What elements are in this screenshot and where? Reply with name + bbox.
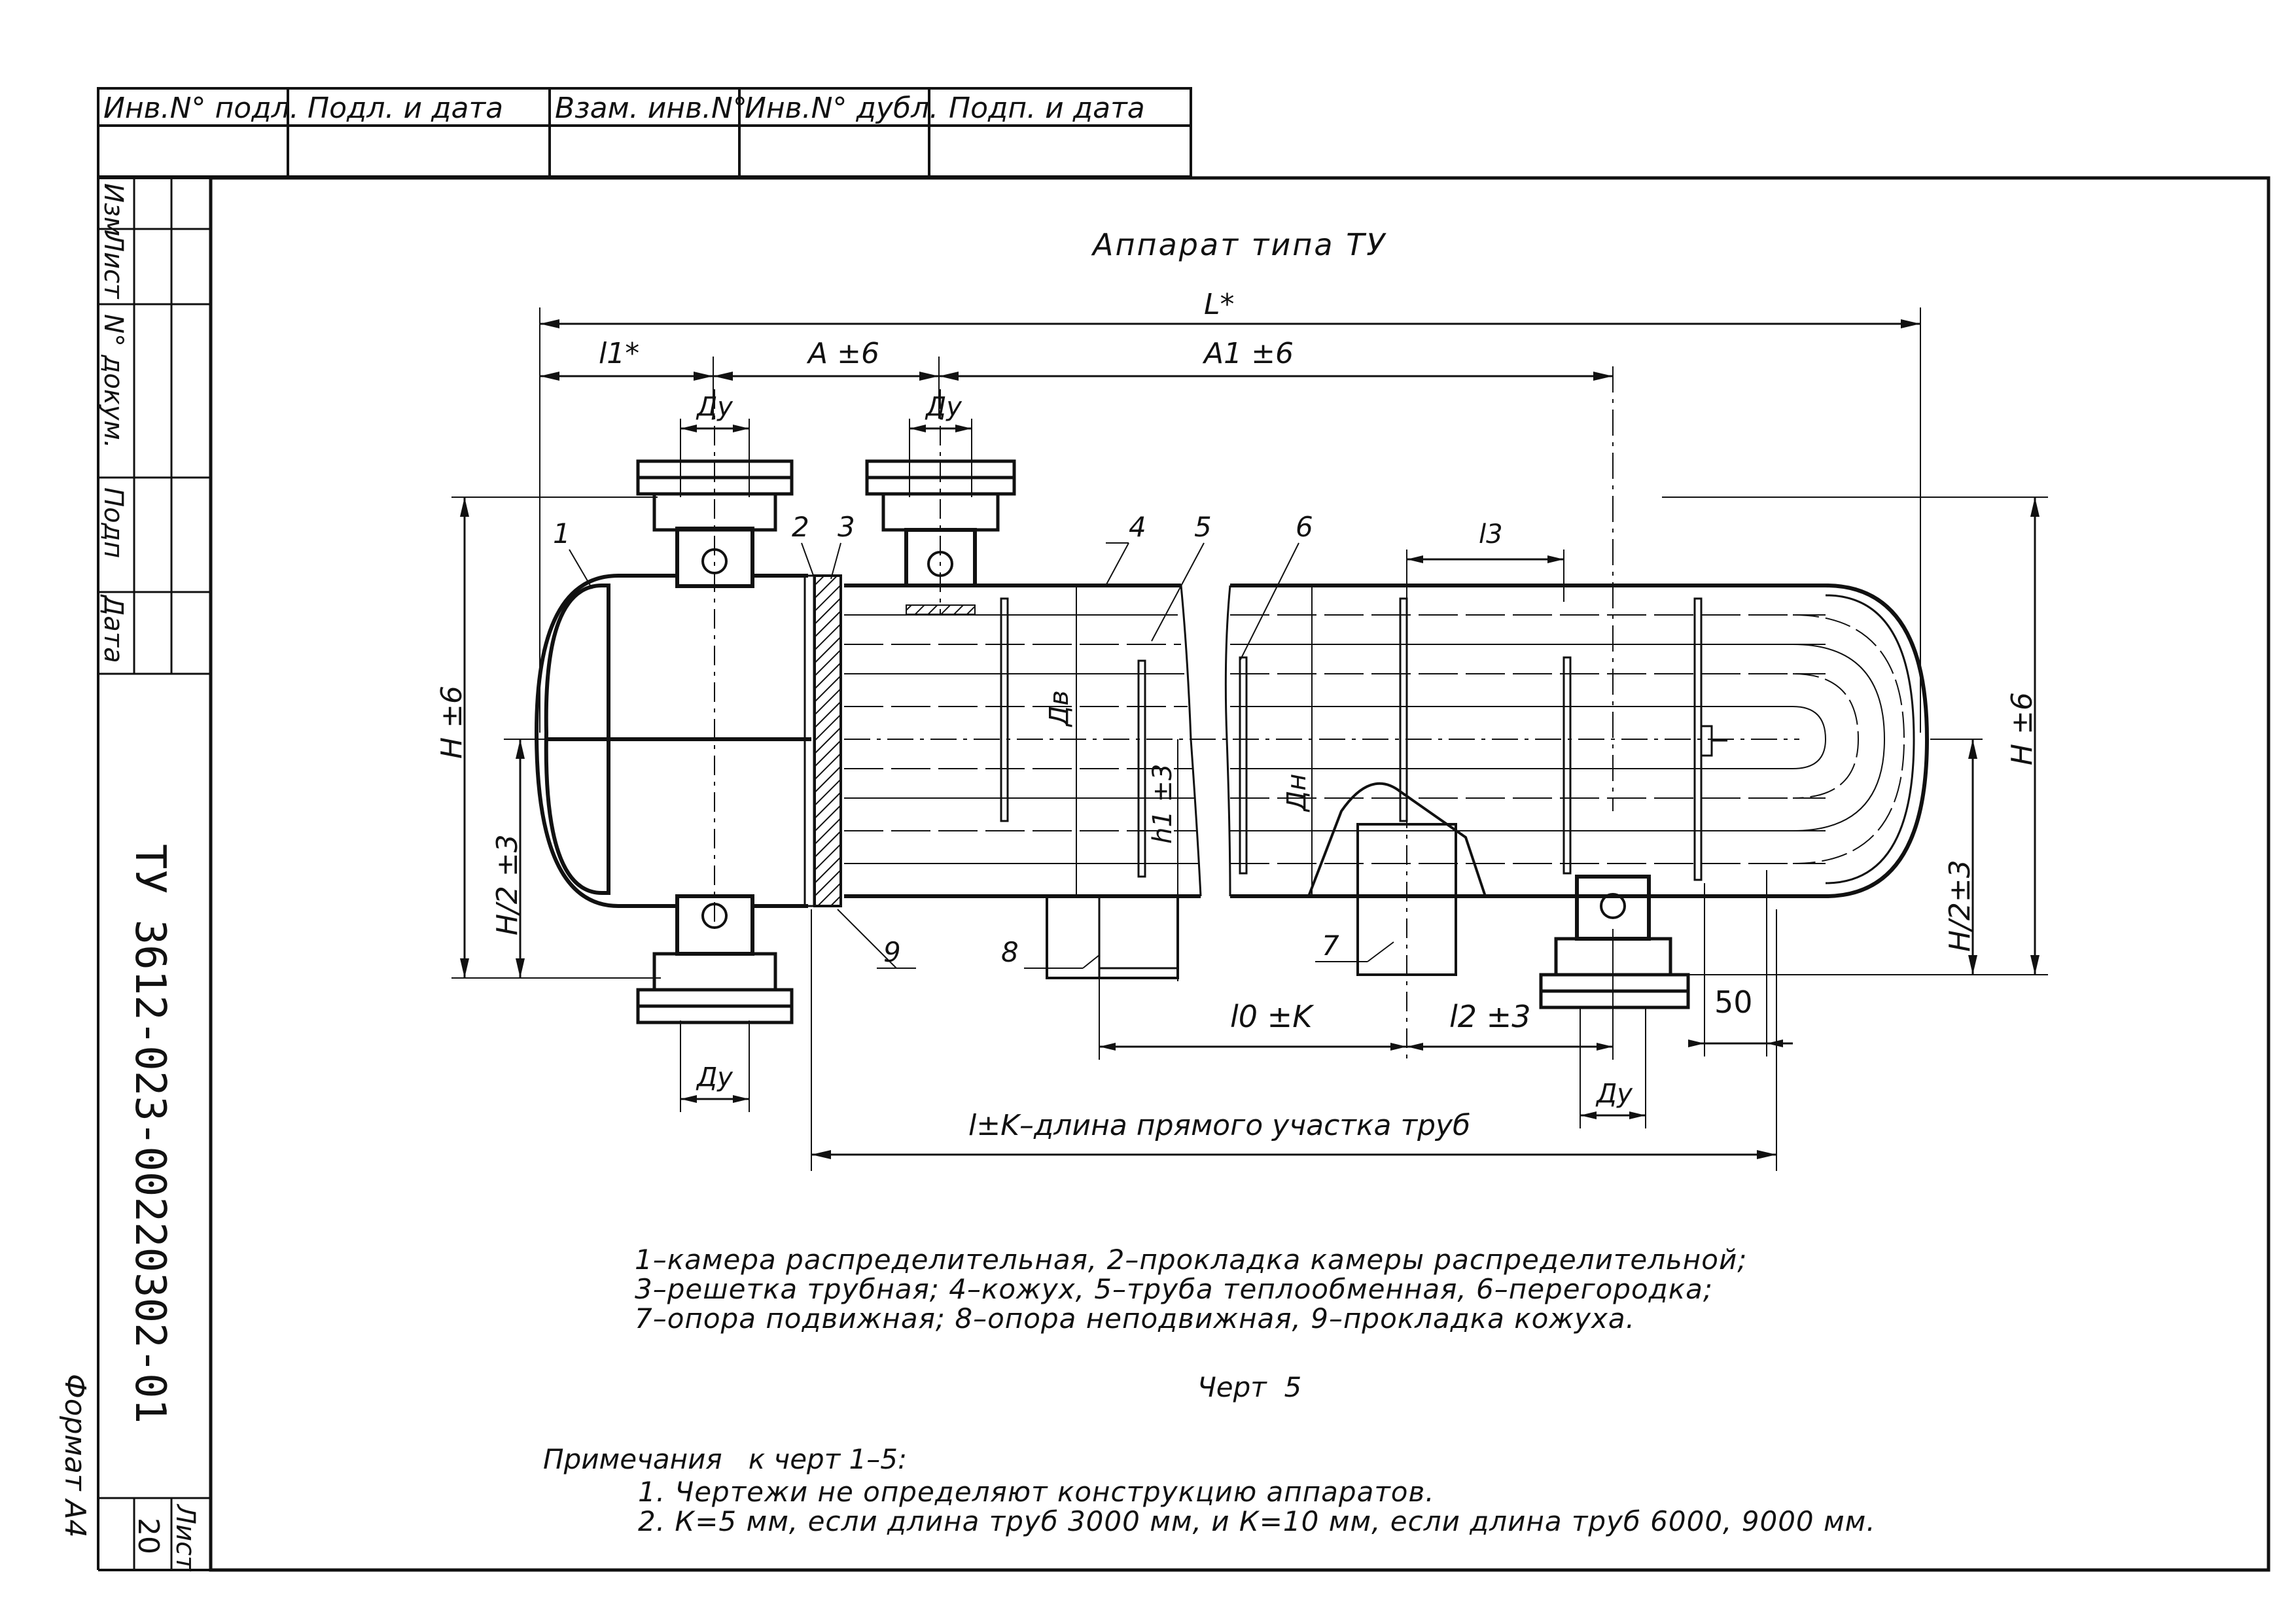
dimension-row-2: l1* A ±6 A1 ±6 — [540, 337, 1614, 811]
dim-L-label: L* — [1204, 288, 1235, 321]
dimension-L: L* — [539, 288, 1921, 733]
dim-50-label: 50 — [1714, 985, 1753, 1020]
stamp-header-inv-dubl: Инв.N° дубл. — [745, 92, 938, 125]
nozzle-top-left: Ду — [636, 389, 794, 929]
nozzle-top-right: Ду — [865, 389, 1016, 615]
legend-line-1: 1–камера распределительная, 2–прокладка … — [635, 1244, 1747, 1276]
side-label-list: Лист — [98, 231, 128, 300]
dimension-H-right: H ±6 H/2±3 — [1662, 497, 2048, 975]
stamp-header-inv-podl: Инв.N° подл. — [103, 92, 299, 125]
dim-l0-label: l0 ±K — [1230, 999, 1315, 1034]
dim-Dy-bottom-right: Ду — [1595, 1079, 1633, 1109]
notes-heading: Примечания к черт 1–5: — [543, 1443, 907, 1475]
notes: Примечания к черт 1–5: 1. Чертежи не опр… — [543, 1443, 1876, 1537]
callout-4: 4 — [1129, 511, 1146, 543]
baffles — [1000, 597, 1703, 881]
callout-2: 2 — [792, 511, 809, 543]
dim-h1-label: h1 ±3 — [1148, 764, 1178, 844]
drawing-title: Аппарат типа ТУ — [1091, 227, 1386, 262]
callout-6: 6 — [1296, 511, 1313, 543]
stamp-header-podp-data: Подп. и дата — [949, 92, 1145, 125]
legend: 1–камера распределительная, 2–прокладка … — [635, 1244, 1747, 1403]
legend-line-2: 3–решетка трубная; 4–кожух, 5–труба тепл… — [635, 1273, 1713, 1305]
dimension-inner: Дв Дн h1 ±3 l3 — [1044, 519, 1564, 978]
dim-H-left-label: H ±6 — [435, 686, 468, 759]
callout-8: 8 — [1001, 936, 1019, 968]
dim-H-half-left-label: H/2 ±3 — [491, 834, 524, 935]
dim-A1-label: A1 ±6 — [1202, 337, 1294, 370]
side-column: Изм Лист N° докум. Подп Дата ТУ 3612-023… — [58, 177, 211, 1572]
dim-H-right-label: H ±6 — [2005, 692, 2039, 765]
dim-Dn-label: Дн — [1282, 774, 1312, 812]
support-sliding-7 — [1307, 772, 1487, 1060]
legend-line-3: 7–опора подвижная; 8–опора неподвижная, … — [635, 1302, 1635, 1335]
dim-l1-label: l1* — [599, 337, 639, 370]
side-label-izm: Изм — [98, 183, 128, 236]
side-label-n-dokum: N° докум. — [98, 314, 128, 449]
dim-Dy-top-left: Ду — [696, 392, 733, 422]
side-label-data: Дата — [98, 594, 128, 663]
callout-9: 9 — [883, 936, 901, 968]
tube-bundle — [844, 614, 1905, 864]
nozzle-bottom-right: Ду — [1539, 875, 1690, 1128]
dim-H-half-right-label: H/2±3 — [1943, 860, 1977, 952]
dimension-H-left: H ±6 H/2 ±3 — [435, 497, 661, 979]
sheet-label: Лист — [170, 1503, 200, 1572]
dim-Dy-bottom-left: Ду — [696, 1062, 733, 1092]
sheet-number: 20 — [132, 1518, 165, 1554]
dim-l-straight-label: l±K–длина прямого участка труб — [968, 1109, 1470, 1142]
note-2: 2. К=5 мм, если длина труб 3000 мм, и К=… — [638, 1505, 1876, 1537]
heat-exchanger-drawing: Аппарат типа ТУ L* l1* A ±6 A1 ±6 — [435, 227, 2048, 1171]
dim-Dy-top-right: Ду — [925, 392, 963, 422]
shell — [534, 574, 1930, 908]
dim-l3-label: l3 — [1479, 519, 1503, 550]
stamp-header-vzam-inv: Взам. инв.N° — [555, 92, 747, 125]
support-fixed-8 — [1046, 895, 1179, 1060]
callout-1: 1 — [553, 517, 571, 550]
side-label-podp: Подп — [98, 487, 128, 558]
nozzle-bottom-left: Ду — [636, 894, 794, 1112]
dim-Dv-label: Дв — [1044, 690, 1074, 727]
callout-7: 7 — [1322, 930, 1339, 962]
callout-5: 5 — [1194, 511, 1212, 543]
note-1: 1. Чертежи не определяют конструкцию апп… — [638, 1476, 1435, 1508]
dim-A-label: A ±6 — [806, 337, 879, 370]
document-code: ТУ 3612-023-00220302-01 — [126, 844, 174, 1423]
callout-3: 3 — [838, 511, 855, 543]
stamp-header-podl-data: Подл. и дата — [308, 92, 503, 125]
stamp-table: Инв.N° подл. Подл. и дата Взам. инв.N° И… — [97, 87, 1192, 178]
callouts: 1 2 3 4 5 6 7 8 9 — [553, 511, 1394, 969]
main-frame — [209, 176, 2270, 1572]
dimension-bottom: l0 ±K l2 ±3 50 l±K–длина прямого участка… — [811, 870, 1793, 1171]
dim-l2-label: l2 ±3 — [1449, 999, 1530, 1034]
drawing-caption: Черт 5 — [1197, 1371, 1301, 1403]
format-label: Формат А4 — [58, 1374, 92, 1538]
